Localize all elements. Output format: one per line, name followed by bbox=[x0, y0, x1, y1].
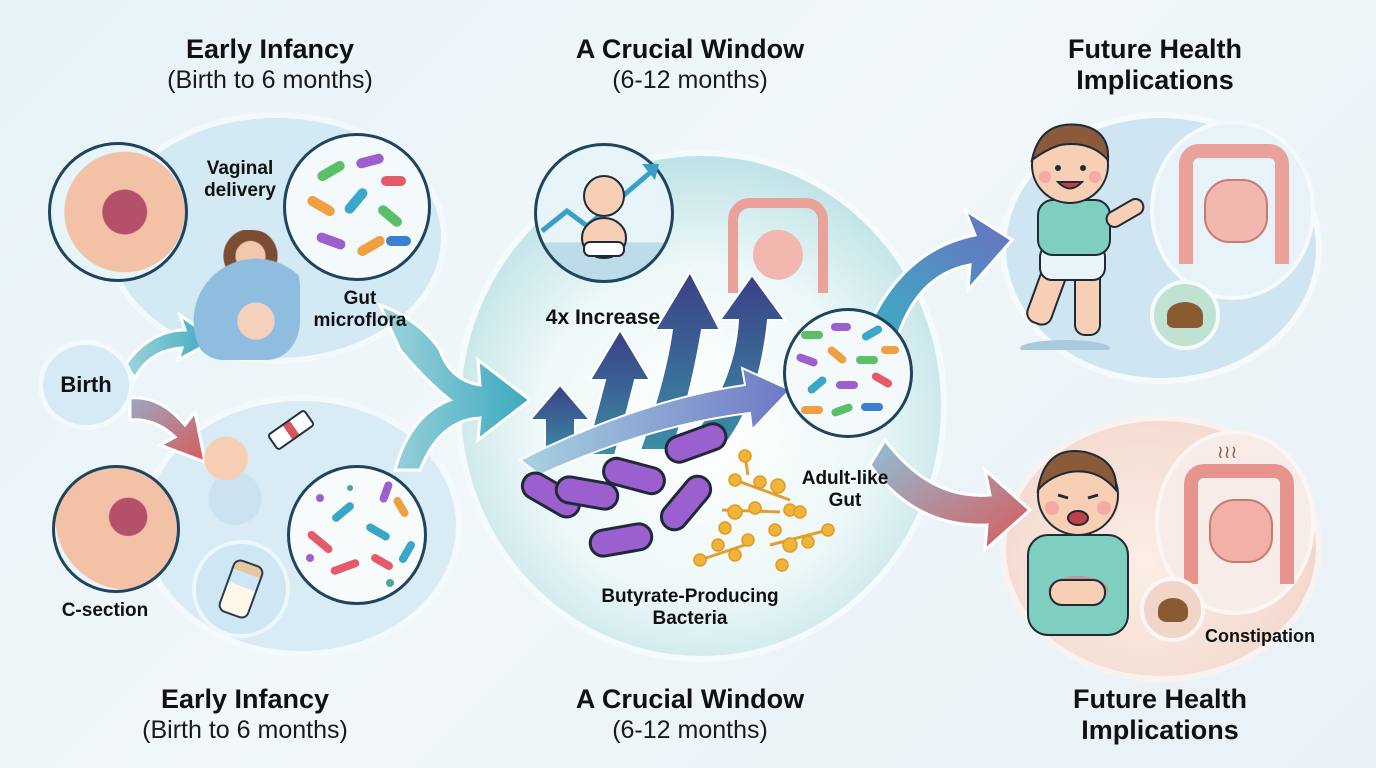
footer-title-line2: Implications bbox=[1081, 715, 1239, 745]
label-line: delivery bbox=[204, 180, 276, 201]
footer-crucial-window: A Crucial Window (6-12 months) bbox=[530, 684, 850, 745]
growth-trend bbox=[540, 164, 659, 259]
footer-future-health: Future Health Implications bbox=[1000, 684, 1320, 746]
bacteria-cluster bbox=[307, 153, 411, 256]
birth-label: Birth bbox=[60, 372, 112, 397]
gut-microflora-icon bbox=[283, 133, 431, 281]
early-to-window-arrow bbox=[377, 302, 533, 472]
label-line: microflora bbox=[313, 310, 407, 331]
footer-subtitle: (6-12 months) bbox=[612, 716, 768, 744]
heading-subtitle: (6-12 months) bbox=[612, 66, 768, 94]
heading-title-line2: Implications bbox=[1076, 65, 1234, 95]
birth-to-csection-arrow bbox=[128, 396, 208, 465]
adult-like-microflora-icon bbox=[783, 308, 913, 438]
dense-bacteria bbox=[796, 323, 899, 417]
heading-title: Early Infancy bbox=[185, 34, 355, 64]
heading-title: Future Health bbox=[1067, 34, 1242, 64]
heading-title: A Crucial Window bbox=[575, 34, 805, 64]
footer-early-infancy: Early Infancy (Birth to 6 months) bbox=[85, 684, 405, 745]
sad-child-figure bbox=[1027, 450, 1129, 636]
stool-shape bbox=[1157, 597, 1188, 622]
label-line: Gut bbox=[343, 288, 377, 309]
sparse-bacteria bbox=[306, 481, 415, 587]
small-intestine-shape bbox=[1209, 499, 1273, 563]
label-line: Adult-like bbox=[801, 468, 889, 489]
footer-title: Early Infancy bbox=[160, 684, 330, 714]
adult-like-gut-label: Adult-like Gut bbox=[790, 468, 900, 512]
label-line: Butyrate-Producing bbox=[601, 586, 779, 607]
large-intestine-icon bbox=[728, 198, 828, 293]
healthy-stool-icon bbox=[1150, 280, 1220, 350]
colon-shape bbox=[1179, 144, 1289, 264]
healthy-colon-icon bbox=[1150, 120, 1315, 300]
newborn-antibiotics-icon bbox=[190, 430, 280, 525]
bottle-shape bbox=[216, 557, 266, 621]
vaginal-delivery-icon bbox=[48, 142, 188, 282]
label-line: Bacteria bbox=[652, 608, 728, 629]
constipated-colon-icon: ≀≀≀ bbox=[1155, 430, 1315, 615]
sad-child-icon bbox=[1020, 440, 1140, 640]
footer-title: Future Health bbox=[1072, 684, 1247, 714]
heading-subtitle: (Birth to 6 months) bbox=[167, 66, 373, 94]
butyrate-bacteria-label: Butyrate-Producing Bacteria bbox=[575, 586, 805, 630]
sparse-microflora-icon bbox=[287, 465, 427, 605]
label-line: Vaginal bbox=[206, 158, 274, 179]
baby-growth-icon bbox=[534, 143, 674, 283]
heading-crucial-window: A Crucial Window (6-12 months) bbox=[530, 34, 850, 95]
heading-future-health: Future Health Implications bbox=[995, 34, 1315, 96]
stool-shape bbox=[1167, 302, 1203, 328]
increase-label: 4x Increase bbox=[545, 306, 661, 329]
odor-lines-icon: ≀≀≀ bbox=[1217, 442, 1238, 462]
footer-title: A Crucial Window bbox=[575, 684, 805, 714]
csection-icon bbox=[52, 465, 180, 593]
footer-subtitle: (Birth to 6 months) bbox=[142, 716, 348, 744]
small-intestine-shape bbox=[1204, 179, 1268, 243]
vaginal-delivery-label: Vaginal delivery bbox=[195, 158, 285, 202]
baby-bottle-icon bbox=[192, 540, 290, 638]
hard-stool-icon bbox=[1140, 577, 1205, 642]
csection-label: C-section bbox=[61, 600, 149, 621]
label-line: Gut bbox=[828, 490, 862, 511]
breastfeeding-mother-icon bbox=[190, 230, 300, 360]
to-healthy-outcome-arrow bbox=[863, 206, 1015, 347]
gut-microflora-label: Gut microflora bbox=[300, 288, 420, 332]
heading-early-infancy: Early Infancy (Birth to 6 months) bbox=[110, 34, 430, 95]
birth-node: Birth bbox=[38, 340, 134, 430]
happy-child-figure bbox=[1020, 123, 1145, 350]
to-unhealthy-outcome-arrow bbox=[868, 437, 1033, 554]
constipation-label: Constipation bbox=[1205, 626, 1315, 646]
colon-shape bbox=[1184, 464, 1294, 584]
happy-child-icon bbox=[1020, 120, 1160, 350]
